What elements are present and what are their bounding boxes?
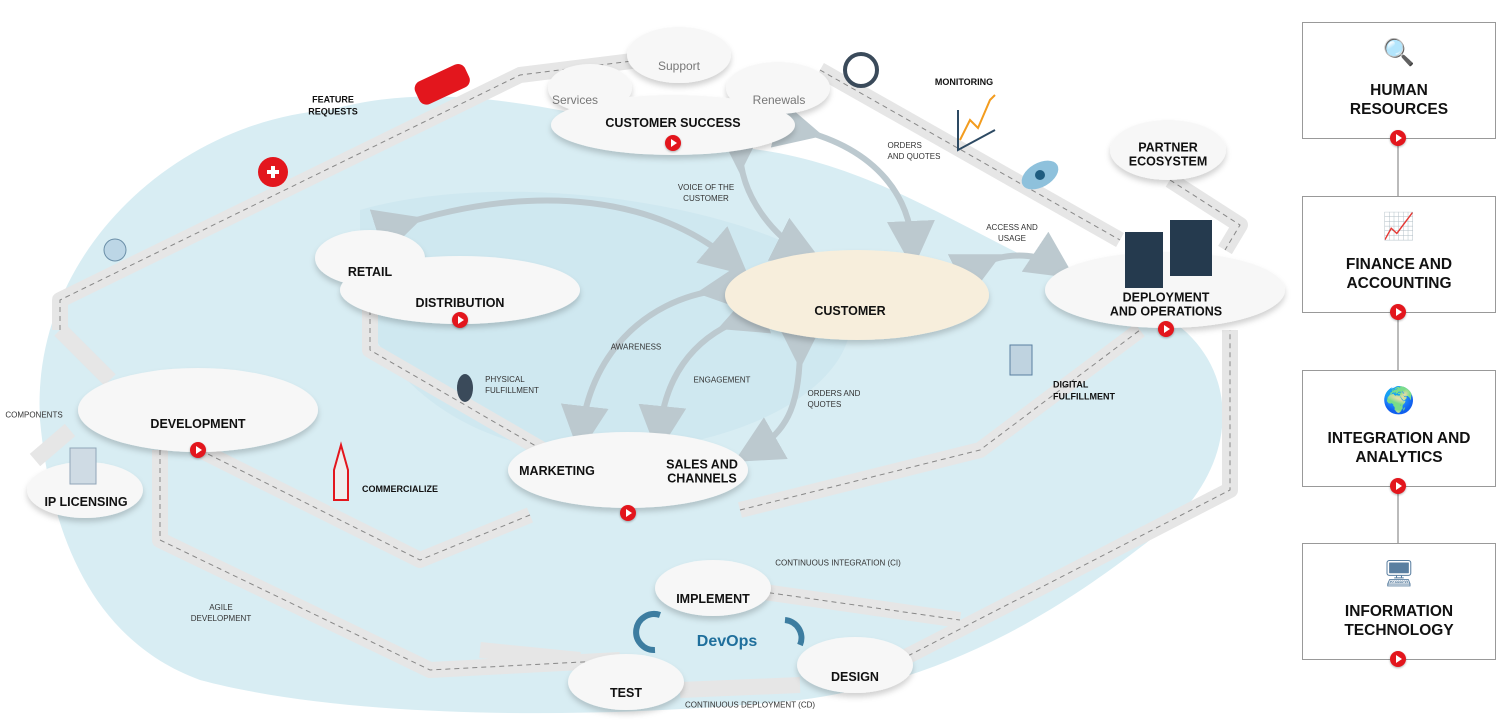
car-icon <box>414 64 470 105</box>
renewals-label[interactable]: Renewals <box>752 93 806 107</box>
finance-report-icon: 📈 <box>1382 211 1416 242</box>
physical-fulfillment-label: PHYSICAL FULFILLMENT <box>485 375 539 395</box>
retail-label: RETAIL <box>347 265 393 280</box>
design-label: DESIGN <box>831 670 879 685</box>
sidebar-item-it[interactable]: 🖥 INFORMATION TECHNOLOGY <box>1302 543 1496 660</box>
disc-icon <box>457 374 473 402</box>
server-icon <box>1125 220 1212 288</box>
flow-arrows <box>369 100 1075 462</box>
customer-success-label: CUSTOMER SUCCESS <box>605 116 741 131</box>
engagement-label: ENGAGEMENT <box>693 375 751 385</box>
monitoring-label: MONITORING <box>934 77 994 88</box>
customer-label: CUSTOMER <box>814 304 886 319</box>
sidebar-item-label: HUMAN RESOURCES <box>1349 82 1449 119</box>
node-clouds <box>27 27 1285 710</box>
test-label: TEST <box>610 686 642 701</box>
human-resources-play-button[interactable] <box>1390 130 1406 146</box>
integration-play-button[interactable] <box>1390 478 1406 494</box>
services-label[interactable]: Services <box>551 93 599 107</box>
awareness-label: AWARENESS <box>610 342 662 352</box>
devops-label: DevOps <box>696 633 758 650</box>
marketing-label: MARKETING <box>519 464 595 479</box>
it-server-icon: 🖥 <box>1382 558 1416 589</box>
finance-play-button[interactable] <box>1390 304 1406 320</box>
cloud-screen-icon <box>1009 344 1033 376</box>
orders-quotes-mid-label: ORDERS AND QUOTES <box>807 389 861 409</box>
sidebar-item-label: INTEGRATION AND ANALYTICS <box>1327 430 1471 467</box>
distribution-play-button[interactable] <box>452 312 468 328</box>
rocket-icon <box>333 441 349 501</box>
deployment-play-button[interactable] <box>1158 321 1174 337</box>
monitoring-chart-icon <box>957 110 996 152</box>
marketing-sales-play-button[interactable] <box>620 505 636 521</box>
lightbulb-icon <box>103 238 127 262</box>
components-label: COMPONENTS <box>5 410 63 420</box>
continuous-integration-label: CONTINUOUS INTEGRATION (CI) <box>775 558 901 568</box>
access-usage-label: ACCESS AND USAGE <box>986 223 1038 243</box>
continuous-deployment-label: CONTINUOUS DEPLOYMENT (CD) <box>684 700 816 710</box>
distribution-label: DISTRIBUTION <box>415 296 505 311</box>
sidebar-item-human-resources[interactable]: 🔍 HUMAN RESOURCES <box>1302 22 1496 139</box>
sidebar-item-label: FINANCE AND ACCOUNTING <box>1345 256 1453 293</box>
orders-quotes-top-label: ORDERS AND QUOTES <box>887 141 941 161</box>
partner-ecosystem-label: PARTNER ECOSYSTEM <box>1128 140 1208 168</box>
it-play-button[interactable] <box>1390 651 1406 667</box>
feature-requests-label: FEATURE REQUESTS <box>308 94 358 116</box>
agile-development-label: AGILE DEVELOPMENT <box>190 603 252 623</box>
sales-channels-label: SALES AND CHANNELS <box>666 457 738 485</box>
document-icon <box>69 447 97 485</box>
globe-analytics-icon: 🌍 <box>1382 385 1416 416</box>
deployment-label: DEPLOYMENT AND OPERATIONS <box>1109 290 1223 318</box>
customer-success-play-button[interactable] <box>665 135 681 151</box>
people-search-icon: 🔍 <box>1382 37 1416 68</box>
sidebar-item-integration[interactable]: 🌍 INTEGRATION AND ANALYTICS <box>1302 370 1496 487</box>
development-label: DEVELOPMENT <box>150 417 246 432</box>
gauge-icon <box>843 52 879 88</box>
development-play-button[interactable] <box>190 442 206 458</box>
sidebar-item-finance[interactable]: 📈 FINANCE AND ACCOUNTING <box>1302 196 1496 313</box>
ip-licensing-label: IP LICENSING <box>44 495 128 510</box>
support-label[interactable]: Support <box>657 59 701 73</box>
digital-fulfillment-label: DIGITAL FULFILLMENT <box>1053 379 1115 401</box>
devops-cycle-arrow-right <box>784 617 805 647</box>
sidebar-item-label: INFORMATION TECHNOLOGY <box>1344 603 1454 640</box>
devops-cycle-arrow-left <box>633 611 661 653</box>
commercialize-label: COMMERCIALIZE <box>362 484 438 495</box>
voice-of-customer-label: VOICE OF THE CUSTOMER <box>677 183 735 203</box>
implement-label: IMPLEMENT <box>676 592 750 607</box>
